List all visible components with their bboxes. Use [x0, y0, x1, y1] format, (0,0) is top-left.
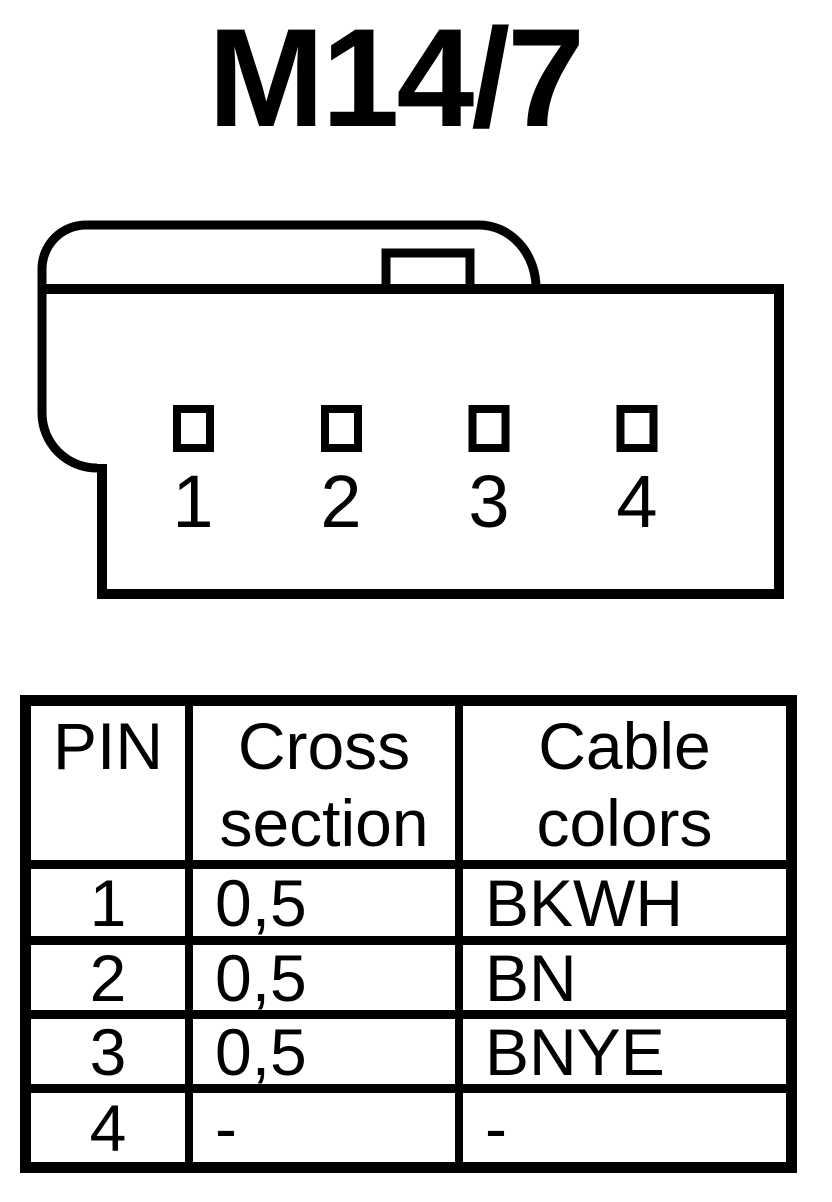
- pin-number-label-1: 1: [172, 460, 213, 543]
- table-row2-cable-color: BN: [463, 945, 786, 1019]
- pin-number-label-3: 3: [468, 460, 509, 543]
- pin-number-label-2: 2: [320, 460, 361, 543]
- table-header-cable-colors: Cable colors: [463, 706, 786, 869]
- pin-table: PIN Cross section Cable colors 1 0,5 BKW…: [20, 695, 797, 1173]
- table-row3-cross-section: 0,5: [193, 1019, 463, 1093]
- connector-diagram: 1 2 3 4: [37, 220, 784, 599]
- page-title: M14/7: [207, 0, 585, 156]
- table-row1-pin: 1: [31, 869, 193, 945]
- connector-housing-outline: [37, 220, 541, 473]
- table-row4-pin: 4: [31, 1093, 193, 1162]
- pin-cavity-1: [173, 405, 214, 452]
- connector-latch-tab: [381, 248, 475, 292]
- table-row4-cross-section: -: [193, 1093, 463, 1162]
- table-row2-cross-section: 0,5: [193, 945, 463, 1019]
- pin-cavity-3: [468, 405, 510, 452]
- table-header-pin: PIN: [31, 706, 193, 869]
- table-row3-cable-color: BNYE: [463, 1019, 786, 1093]
- pin-cavity-4: [616, 405, 658, 452]
- table-row1-cable-color: BKWH: [463, 869, 786, 945]
- table-header-cross-section: Cross section: [193, 706, 463, 869]
- table-row2-pin: 2: [31, 945, 193, 1019]
- pin-number-label-4: 4: [616, 460, 657, 543]
- pin-cavity-2: [321, 405, 362, 452]
- table-row4-cable-color: -: [485, 1093, 507, 1162]
- table-row1-cross-section: 0,5: [193, 869, 463, 945]
- table-row3-pin: 3: [31, 1019, 193, 1093]
- connector-body-outline: [38, 284, 784, 599]
